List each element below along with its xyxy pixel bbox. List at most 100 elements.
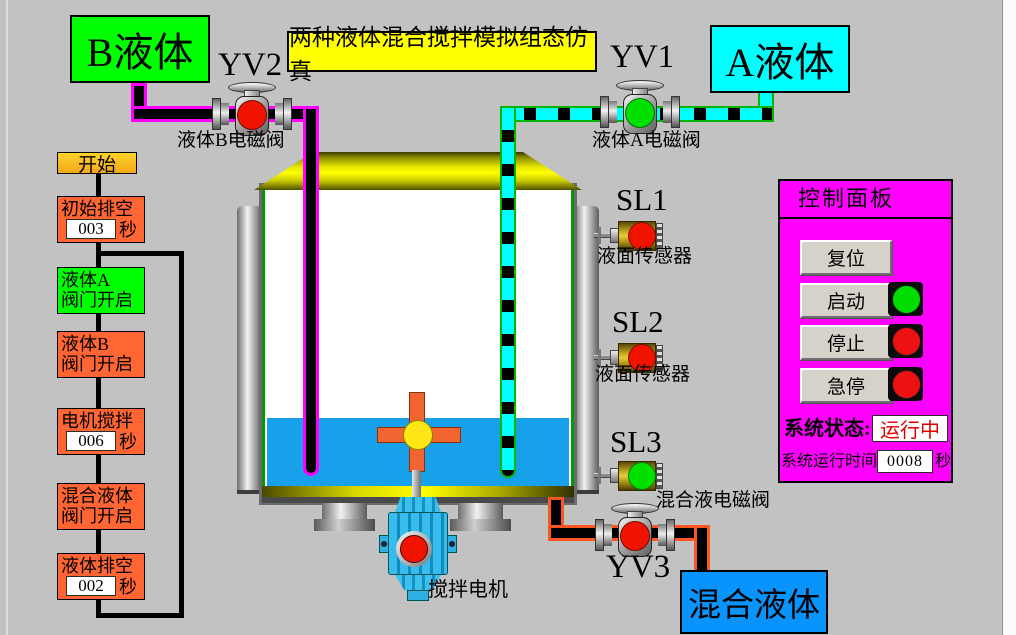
stop-button[interactable]: 停止 xyxy=(800,325,892,360)
valve-yv1[interactable] xyxy=(600,80,680,138)
mixed-liquid-label: 混合液体 xyxy=(688,588,820,624)
motor-lug-bolt-right xyxy=(449,541,455,547)
valve-yv3-state-light xyxy=(620,521,650,551)
sensor-sl3 xyxy=(594,459,664,493)
valve-flange-left xyxy=(600,96,609,128)
valve-yv3[interactable] xyxy=(595,503,675,561)
valve-flange-right xyxy=(666,519,675,551)
liquid-b-source-box: B液体 xyxy=(70,15,210,83)
sensor-probe-tick xyxy=(598,467,601,484)
valve-yv1-tag: YV1 xyxy=(610,39,675,75)
flow-step-value: 003 xyxy=(66,219,116,239)
title-box: 两种液体混合搅拌模拟组态仿真 xyxy=(287,25,597,84)
valve-yv2-tag: YV2 xyxy=(218,47,283,83)
right-edge-strip xyxy=(1002,0,1016,635)
valve-tube-left xyxy=(221,103,229,125)
sensor-ridge xyxy=(656,345,663,371)
sensor-probe xyxy=(594,355,616,360)
sensor-sl2-name: 液面传感器 xyxy=(595,364,691,385)
flow-step-motor-stir: 电机搅拌 006 秒 xyxy=(57,408,145,455)
tank-foot-left xyxy=(314,519,375,531)
agitator-hub xyxy=(403,420,433,450)
flow-step-label: 电机搅拌 xyxy=(61,411,133,431)
sensor-sl2-tag: SL2 xyxy=(612,304,664,339)
flow-start-label: 开始 xyxy=(77,154,116,176)
flow-step-label: 混合液体 xyxy=(61,486,133,506)
flow-step-label: 液体A xyxy=(61,270,110,290)
sensor-ridge xyxy=(656,223,663,249)
pipe-liquid-b-into-tank xyxy=(303,106,319,476)
control-panel-title-rule xyxy=(780,217,951,219)
sensor-sl1-state-light xyxy=(628,222,656,250)
stop-lamp xyxy=(888,324,923,358)
left-edge-highlight xyxy=(6,0,8,635)
sensor-probe-tick xyxy=(598,349,601,366)
valve-yv2-name: 液体B电磁阀 xyxy=(177,130,285,151)
valve-tube-right xyxy=(663,101,671,123)
estop-button[interactable]: 急停 xyxy=(800,368,892,403)
page-title: 两种液体混合搅拌模拟组态仿真 xyxy=(289,24,588,84)
system-status-label: 系统状态: xyxy=(784,418,871,440)
reset-button[interactable]: 复位 xyxy=(800,240,892,275)
valve-tube-left xyxy=(604,524,612,546)
flow-step-label2: 阀门开启 xyxy=(61,290,133,310)
runtime-value-box: 0008 xyxy=(877,450,933,473)
system-status-value-box: 运行中 xyxy=(872,415,948,442)
stir-motor xyxy=(378,496,458,606)
sensor-sl3-tag: SL3 xyxy=(610,424,662,459)
start-lamp xyxy=(888,282,923,316)
control-panel: 控制面板 复位 启动 停止 急停 系统状态: 运行中 系统运行时间 0008 秒 xyxy=(778,179,953,483)
flow-step-value: 002 xyxy=(66,576,116,596)
flow-step-label: 液体B xyxy=(61,334,110,354)
flow-step-label: 初始排空 xyxy=(61,199,133,219)
tank-leg-right xyxy=(458,503,503,519)
estop-lamp-light xyxy=(892,370,921,399)
valve-yv2-state-light xyxy=(237,100,267,130)
sensor-sl2 xyxy=(594,341,664,375)
sensor-probe xyxy=(594,473,616,478)
flow-step-mixed-valve-open: 混合液体 阀门开启 xyxy=(57,483,145,530)
tank-support-column-right xyxy=(574,206,599,494)
runtime-unit: 秒 xyxy=(935,453,952,470)
motor-indicator-light xyxy=(400,535,428,563)
valve-yv1-state-light xyxy=(625,98,655,128)
stop-lamp-light xyxy=(892,327,921,356)
mixed-liquid-box: 混合液体 xyxy=(680,570,828,634)
flow-step-liquid-drain: 液体排空 002 秒 xyxy=(57,553,145,600)
agitator-shaft xyxy=(412,470,421,504)
flow-loop-vertical-line xyxy=(179,251,184,618)
runtime-label: 系统运行时间 xyxy=(781,453,878,470)
control-panel-title: 控制面板 xyxy=(798,186,895,211)
valve-yv2[interactable] xyxy=(212,82,292,140)
flow-start-box: 开始 xyxy=(57,152,137,176)
runtime-value: 0008 xyxy=(887,452,923,470)
start-button[interactable]: 启动 xyxy=(800,283,892,318)
sensor-ridge xyxy=(656,463,663,489)
motor-lug-bolt-left xyxy=(381,541,387,547)
sensor-sl1-tag: SL1 xyxy=(616,182,668,217)
valve-flange-right xyxy=(283,98,292,130)
liquid-a-label: A液体 xyxy=(725,40,835,85)
valve-yv3-tag: YV3 xyxy=(606,549,671,585)
flow-step-label: 液体排空 xyxy=(61,556,133,576)
valve-tube-right xyxy=(658,524,666,546)
flow-step-label2: 阀门开启 xyxy=(61,506,133,526)
motor-bottom-cap xyxy=(395,575,441,590)
motor-top-cap xyxy=(395,497,441,512)
start-lamp-light xyxy=(892,285,921,314)
valve-flange-left xyxy=(595,519,604,551)
system-status-value: 运行中 xyxy=(880,420,940,442)
valve-tube-right xyxy=(275,103,283,125)
sensor-probe-tick xyxy=(598,227,601,244)
sensor-sl1 xyxy=(594,219,664,253)
sensor-sl2-state-light xyxy=(628,344,656,372)
motor-foot xyxy=(407,590,429,601)
pipe-mixed-into-box xyxy=(694,525,710,573)
flow-step-valve-b-open: 液体B 阀门开启 xyxy=(57,331,145,378)
tank-foot-right xyxy=(450,519,511,531)
motor-label: 搅拌电机 xyxy=(428,579,508,601)
flow-step-unit: 秒 xyxy=(119,577,137,597)
sensor-sl1-name: 液面传感器 xyxy=(597,246,693,267)
valve-yv1-name: 液体A电磁阀 xyxy=(592,130,701,151)
